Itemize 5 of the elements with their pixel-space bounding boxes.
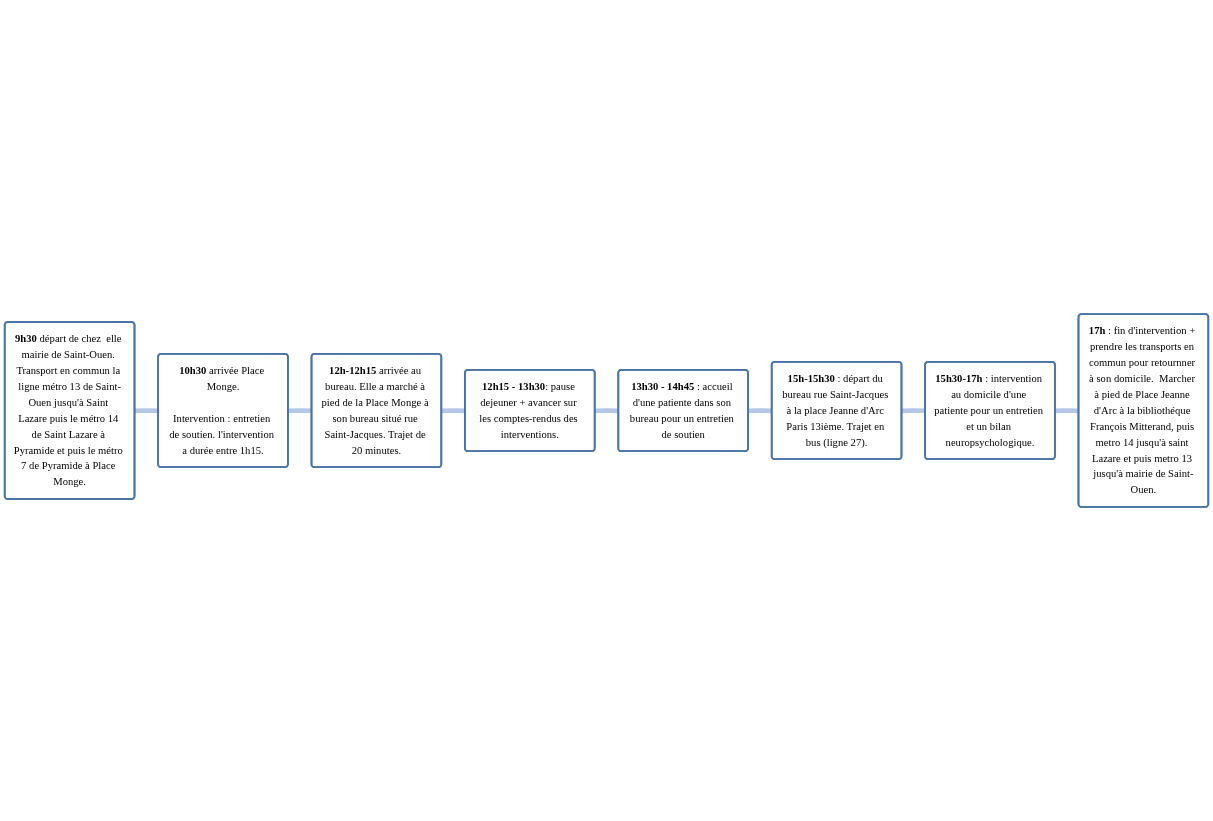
connector xyxy=(594,408,619,414)
connector xyxy=(134,408,159,414)
connector xyxy=(1055,408,1079,414)
connector xyxy=(288,408,312,414)
connector xyxy=(901,408,926,414)
